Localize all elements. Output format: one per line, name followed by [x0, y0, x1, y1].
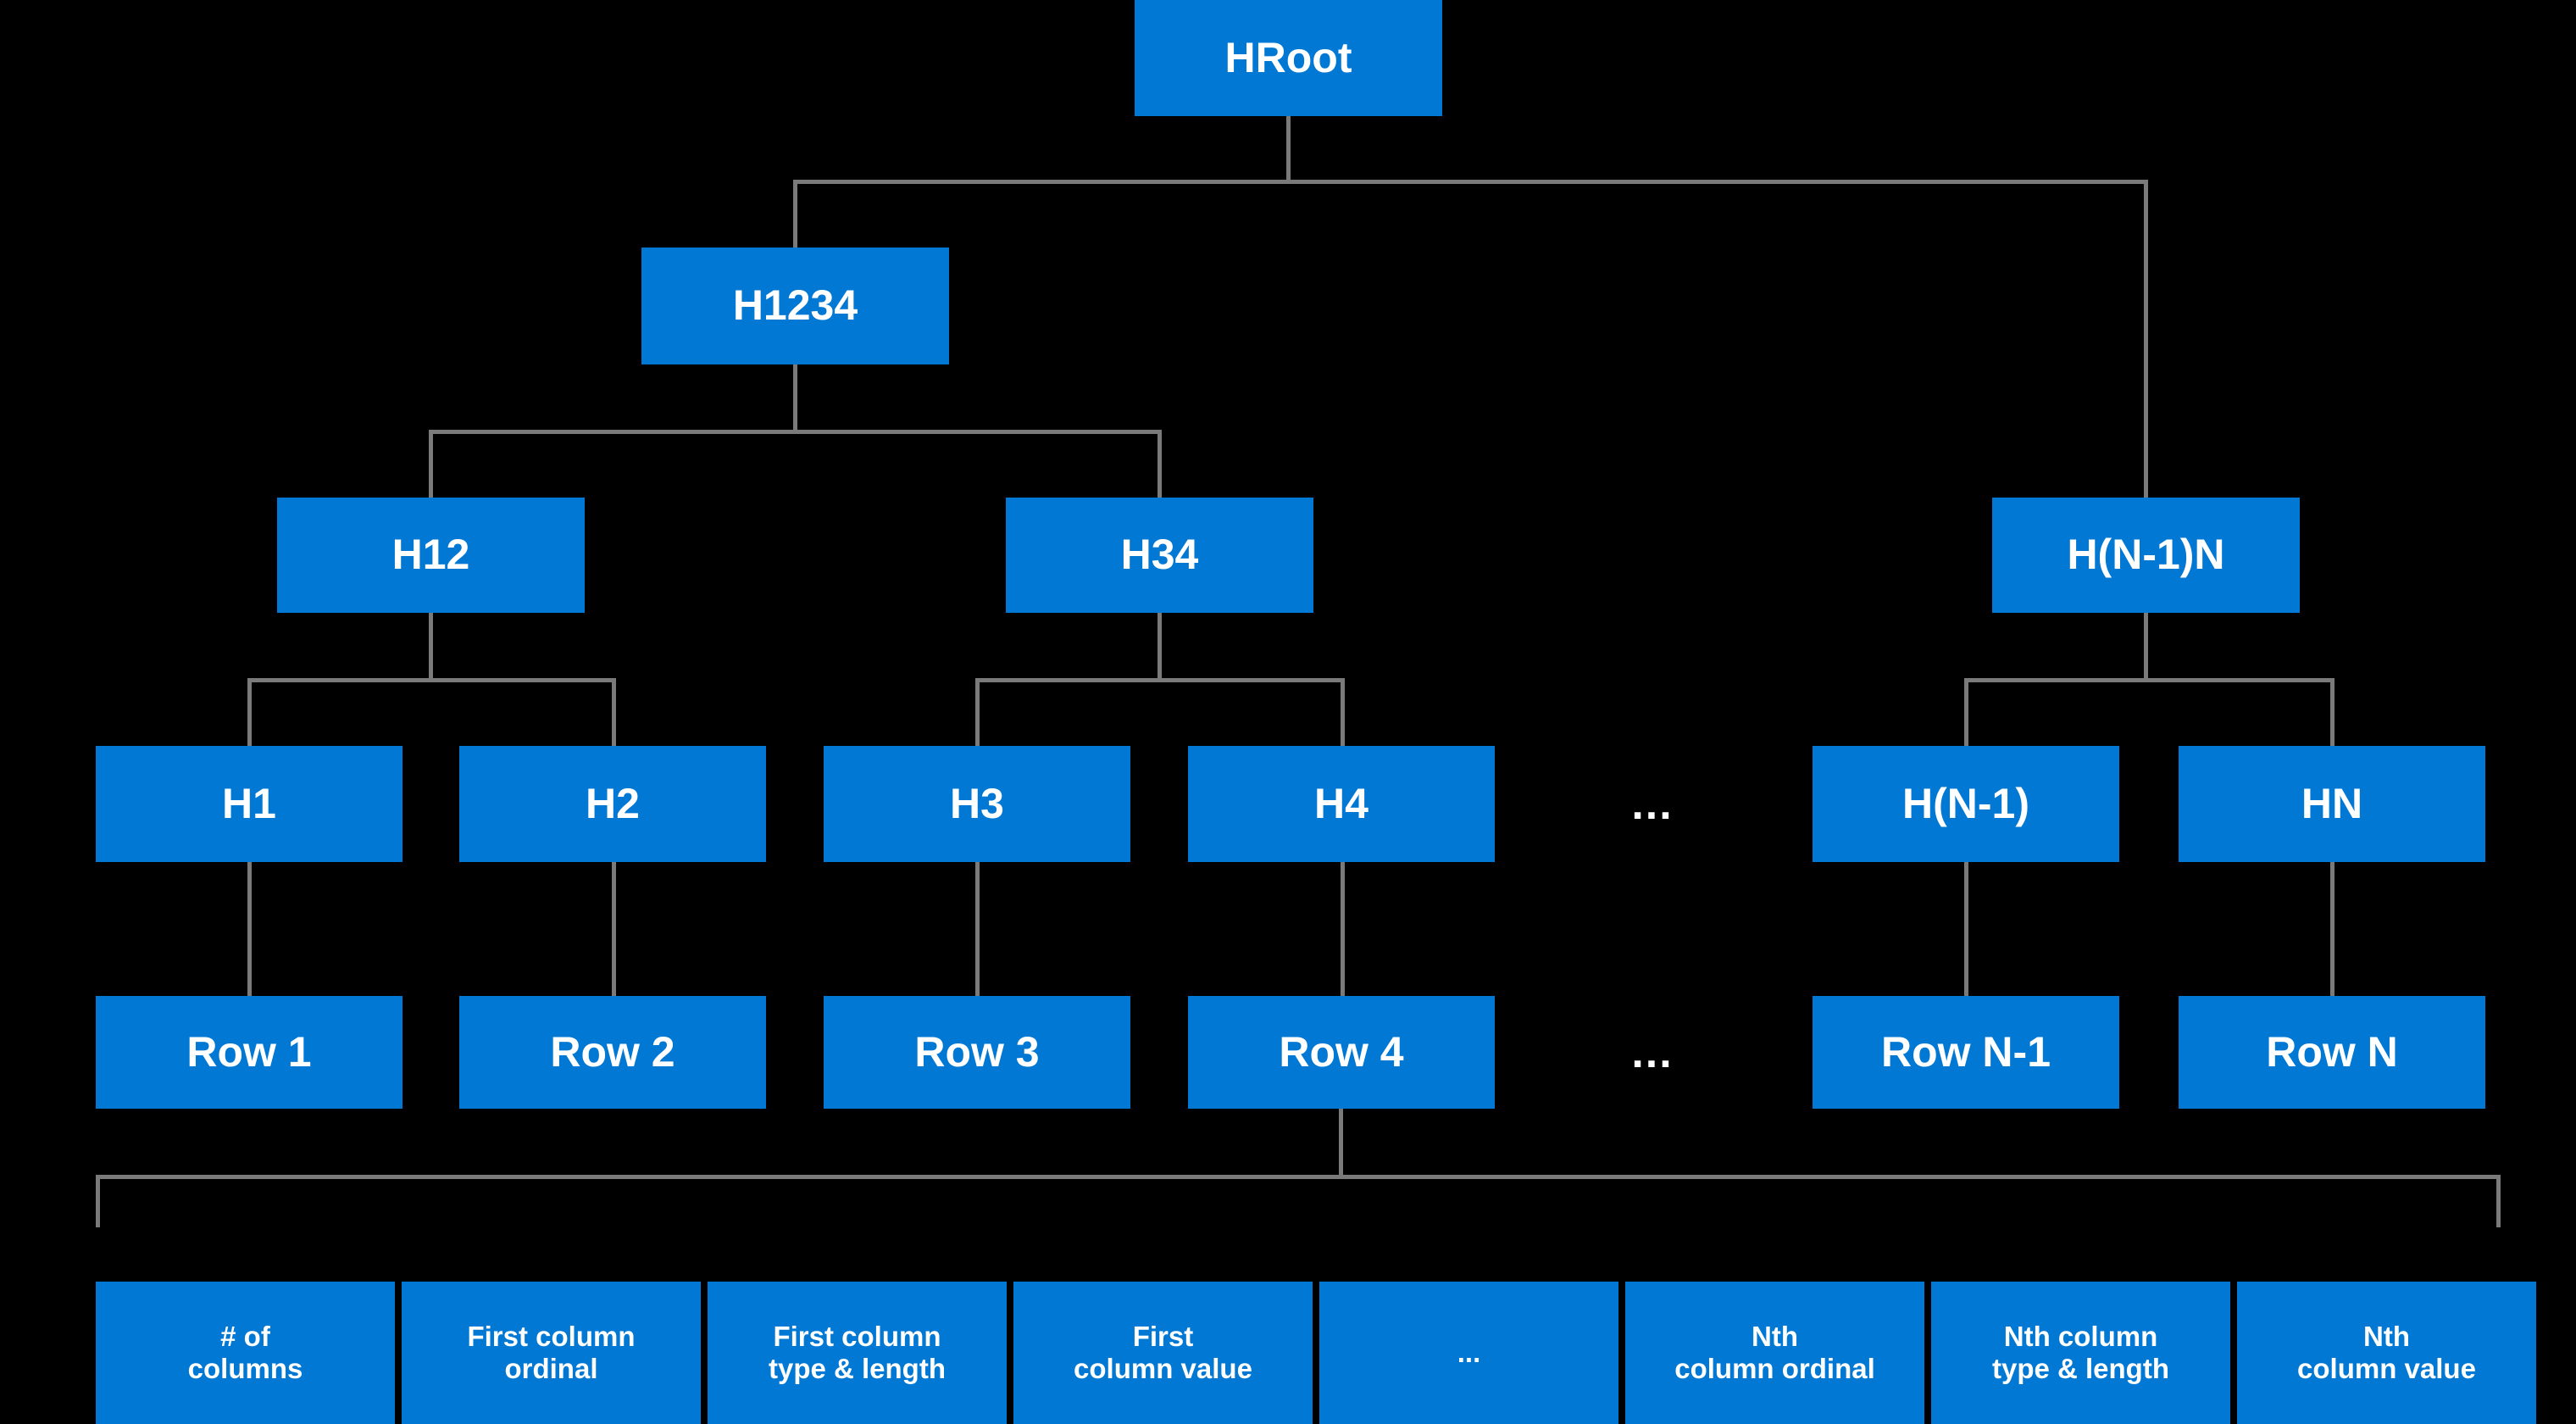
connector-hn1n-stub [2144, 613, 2148, 681]
connector-h1-to-row1 [247, 862, 252, 998]
connector-hn1n-to-hn1 [1964, 678, 1968, 748]
connector-h1234-stub [793, 364, 797, 432]
node-row4[interactable]: Row 4 [1188, 996, 1495, 1109]
node-rown1[interactable]: Row N-1 [1813, 996, 2119, 1109]
connector-columns-bus [96, 1175, 2501, 1179]
connector-h1234-to-h12 [429, 430, 433, 499]
node-h4[interactable]: H4 [1188, 746, 1495, 862]
connector-h34-to-h3 [975, 678, 980, 748]
node-h2[interactable]: H2 [459, 746, 766, 862]
level4-ellipsis: ... [1631, 779, 1674, 829]
node-hn1n[interactable]: H(N-1)N [1992, 498, 2300, 613]
connector-h3-to-row3 [975, 862, 980, 998]
connector-h2-to-row2 [612, 862, 616, 998]
connector-h12-to-h2 [612, 678, 616, 748]
connector-row4-stub [1339, 1109, 1343, 1178]
connector-hn-to-rown [2330, 862, 2334, 998]
connector-h34-to-h4 [1341, 678, 1345, 748]
connector-h34-bus [975, 678, 1345, 682]
node-hroot[interactable]: HRoot [1135, 0, 1442, 116]
connector-root-stub [1286, 116, 1291, 183]
connector-h12-stub [429, 613, 433, 681]
node-row2[interactable]: Row 2 [459, 996, 766, 1109]
node-h34[interactable]: H34 [1006, 498, 1313, 613]
connector-h1234-to-h34 [1158, 430, 1162, 499]
connector-h1234-bus [429, 430, 1162, 434]
connector-columns-right-drop [2496, 1175, 2501, 1227]
connector-root-bus [793, 180, 2148, 184]
node-row1[interactable]: Row 1 [96, 996, 402, 1109]
node-hn1[interactable]: H(N-1) [1813, 746, 2119, 862]
connector-h34-stub [1158, 613, 1162, 681]
connector-hn1n-bus [1964, 678, 2334, 682]
node-h1[interactable]: H1 [96, 746, 402, 862]
connector-columns-left-drop [96, 1175, 100, 1227]
node-h1234[interactable]: H1234 [641, 248, 949, 364]
node-h12[interactable]: H12 [277, 498, 585, 613]
node-col-ellipsis[interactable]: ... [1319, 1282, 1618, 1424]
connector-hn1n-to-hn [2330, 678, 2334, 748]
connector-root-to-hn1n [2144, 180, 2148, 499]
connector-h12-to-h1 [247, 678, 252, 748]
connector-hn1-to-rown1 [1964, 862, 1968, 998]
connector-h12-bus [247, 678, 616, 682]
node-hn[interactable]: HN [2179, 746, 2485, 862]
node-h3[interactable]: H3 [824, 746, 1130, 862]
connector-root-to-h1234 [793, 180, 797, 249]
rows-ellipsis: ... [1631, 1027, 1674, 1077]
connector-h4-to-row4 [1341, 862, 1345, 998]
node-rown[interactable]: Row N [2179, 996, 2485, 1109]
node-row3[interactable]: Row 3 [824, 996, 1130, 1109]
